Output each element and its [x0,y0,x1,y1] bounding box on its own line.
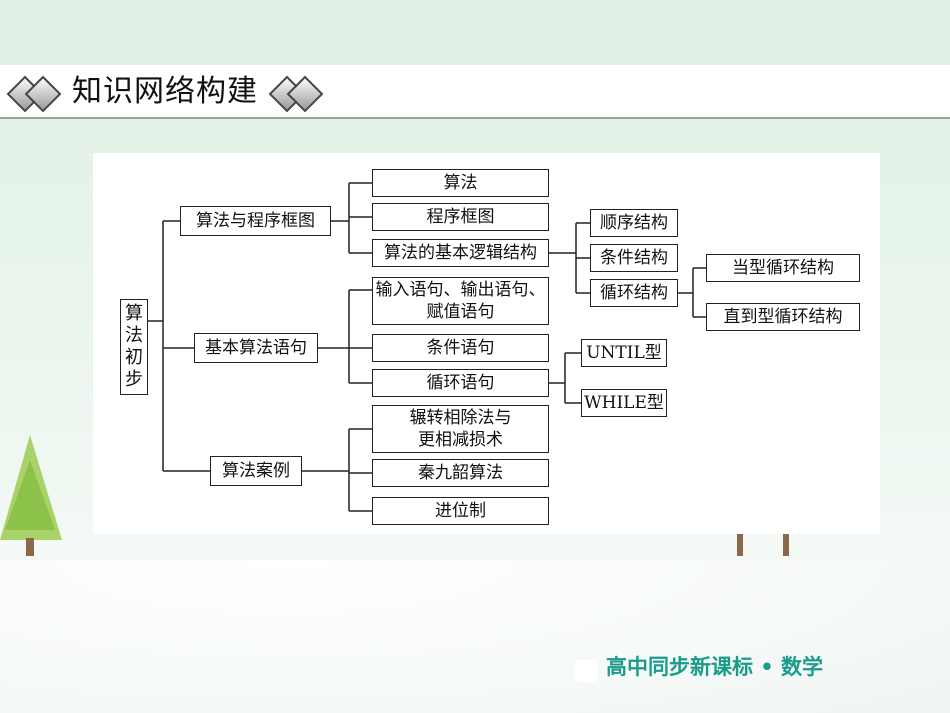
connector-lines [148,182,706,512]
edge-level1-2-children [302,428,372,512]
tree-right-decoration [737,530,789,556]
root-node: 算法 初步 [120,299,148,395]
knowledge-map-diagram: 算法 初步 算法与程序框图 基本算法语句 算法案例 算法 程序框图 算法的基本逻… [93,153,880,534]
loop-node-until-type: 直到型循环结构 [706,303,860,331]
tree-left-decoration [0,435,62,556]
edge-loop-types [678,267,706,318]
edge-level1-0-children [331,182,372,254]
statement-node-io-assign: 输入语句、输出语句、 赋值语句 [372,277,549,325]
edge-logic-structures [549,222,590,294]
left-diamond-icon [6,74,62,113]
level1-node-algorithm-cases: 算法案例 [210,456,302,486]
flow-node-flowchart: 程序框图 [372,203,549,231]
loop-statement-node-while: WHILE型 [581,389,667,417]
edge-loop-statements [549,352,581,404]
edge-level1-1-children [318,289,372,384]
footer-brand-text: 高中同步新课标 • 数学 [606,655,824,679]
case-node-euclid: 辗转相除法与 更相减损术 [372,405,549,453]
section-header-bar [0,65,950,119]
structure-node-sequence: 顺序结构 [590,209,678,237]
flow-node-algorithm: 算法 [372,169,549,197]
statement-node-condition: 条件语句 [372,334,549,362]
level1-node-algorithm-flowchart: 算法与程序框图 [180,206,331,236]
structure-node-loop: 循环结构 [590,279,678,307]
structure-node-condition: 条件结构 [590,244,678,272]
case-node-base-system: 进位制 [372,497,549,525]
edge-root-level1 [148,220,210,472]
flow-node-logic-structures: 算法的基本逻辑结构 [372,239,549,267]
level1-node-basic-statements: 基本算法语句 [194,333,318,363]
footer-square-decoration [575,660,597,682]
loop-statement-node-until: UNTIL型 [581,339,667,367]
case-node-horner: 秦九韶算法 [372,459,549,487]
loop-node-while-type: 当型循环结构 [706,254,860,282]
statement-node-loop: 循环语句 [372,369,549,397]
snow-ground [0,560,950,713]
section-title: 知识网络构建 [72,74,258,109]
right-diamond-icon [268,74,324,113]
